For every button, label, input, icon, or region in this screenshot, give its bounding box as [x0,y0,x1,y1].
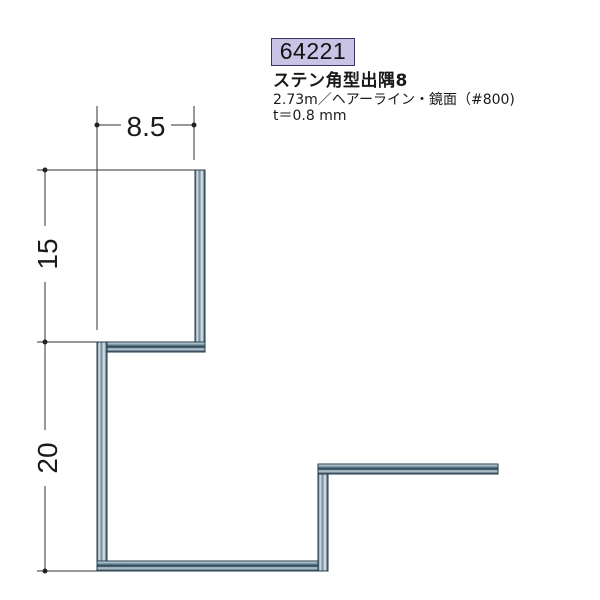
product-title: ステン角型出隅8 [273,71,408,91]
upper-height-label: 15 [32,238,63,269]
product-spec: 2.73m／ヘアーライン・鏡面（#800) [273,92,515,108]
lower-height-label: 20 [32,442,63,473]
part-number-badge: 64221 [271,38,355,66]
height-dimension: 15 20 [32,167,196,574]
product-thickness: t＝0.8 mm [273,108,347,124]
width-dimension-label: 8.5 [127,111,166,142]
width-dimension: 8.5 [94,106,197,330]
stainless-profile [96,169,499,572]
